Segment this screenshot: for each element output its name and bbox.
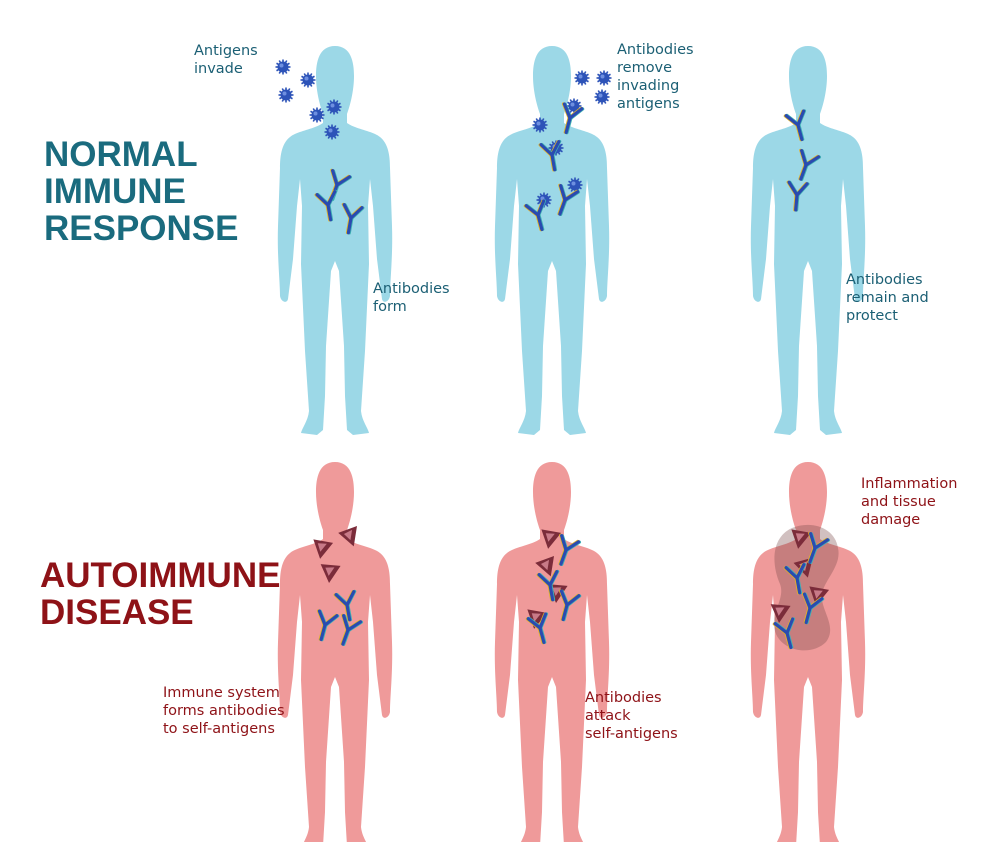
- caption-line: to self-antigens: [163, 721, 275, 737]
- caption-forms-antibodies: Immune system forms antibodies to self-a…: [163, 684, 285, 738]
- caption-line: invade: [194, 61, 243, 77]
- caption-line: remain and: [846, 290, 929, 306]
- antibody-icon: [557, 183, 581, 217]
- autoimmune-title: AUTOIMMUNE DISEASE: [40, 557, 280, 631]
- caption-line: attack: [585, 708, 631, 724]
- autoimmune-title-line: AUTOIMMUNE: [40, 556, 281, 595]
- antibody-icon: [536, 569, 560, 602]
- virus-icon: [596, 70, 612, 86]
- caption-attack-self-antigens: Antibodies attack self-antigens: [585, 689, 678, 743]
- self-antigen-icon: [338, 526, 358, 547]
- self-antigen-icon: [770, 604, 791, 623]
- autoimmune-title-line: DISEASE: [40, 593, 194, 632]
- antibody-icon: [801, 592, 825, 625]
- virus-icon: [275, 59, 291, 75]
- self-antigen-icon: [541, 529, 562, 549]
- body-normal-3: [750, 46, 866, 435]
- antibody-icon: [558, 533, 582, 567]
- virus-icon: [567, 177, 583, 193]
- antibody-icon: [558, 589, 582, 622]
- caption-antibodies-form: Antibodies form: [373, 280, 450, 316]
- normal-title-line: RESPONSE: [44, 209, 239, 248]
- virus-icon: [278, 87, 294, 103]
- caption-line: Inflammation: [861, 476, 958, 492]
- caption-line: Antigens: [194, 43, 258, 59]
- antibody-icon: [807, 531, 831, 565]
- caption-line: Antibodies: [617, 42, 694, 58]
- caption-antibodies-remove-antigens: Antibodies remove invading antigens: [617, 41, 694, 113]
- self-antigen-icon: [313, 539, 334, 559]
- normal-title-line: IMMUNE: [44, 172, 186, 211]
- caption-line: Antibodies: [846, 272, 923, 288]
- antibody-icon: [798, 148, 822, 182]
- caption-line: Antibodies: [373, 281, 450, 297]
- caption-line: protect: [846, 308, 898, 324]
- antibody-icon: [525, 612, 549, 645]
- antibody-icon: [333, 589, 357, 622]
- caption-line: Antibodies: [585, 690, 662, 706]
- caption-line: and tissue: [861, 494, 936, 510]
- self-antigen-icon: [535, 556, 555, 577]
- antibody-icon: [316, 609, 340, 642]
- antibody-icon: [341, 202, 365, 235]
- antibody-icon: [772, 617, 796, 650]
- normal-title-line: NORMAL: [44, 135, 198, 174]
- virus-icon: [309, 107, 325, 123]
- caption-line: self-antigens: [585, 726, 678, 742]
- normal-response-title: NORMAL IMMUNE RESPONSE: [44, 136, 239, 247]
- virus-icon: [574, 70, 590, 86]
- antibody-icon: [783, 562, 807, 595]
- body-autoimmune-3: [750, 462, 866, 842]
- antibody-icon: [561, 102, 585, 135]
- self-antigen-icon: [320, 564, 341, 583]
- caption-line: antigens: [617, 96, 680, 112]
- caption-antigens-invade: Antigens invade: [194, 42, 258, 78]
- body-autoimmune-1: [277, 462, 393, 842]
- virus-icon: [326, 99, 342, 115]
- antibody-icon: [314, 189, 338, 222]
- antibody-icon: [783, 109, 807, 142]
- caption-line: form: [373, 299, 407, 315]
- body-normal-2: [494, 46, 610, 435]
- antibody-icon: [538, 139, 562, 172]
- antibody-icon: [340, 613, 364, 647]
- virus-icon: [324, 124, 340, 140]
- inflammation-patch: [773, 524, 839, 651]
- caption-line: damage: [861, 512, 921, 528]
- caption-antibodies-remain: Antibodies remain and protect: [846, 271, 929, 325]
- self-antigen-icon: [791, 529, 812, 549]
- caption-line: invading: [617, 78, 680, 94]
- self-antigen-icon: [527, 609, 548, 629]
- caption-line: remove: [617, 60, 673, 76]
- body-autoimmune-2: [494, 462, 610, 842]
- caption-line: Immune system: [163, 685, 280, 701]
- caption-inflammation: Inflammation and tissue damage: [861, 475, 957, 529]
- antibody-icon: [523, 199, 547, 232]
- caption-line: forms antibodies: [163, 703, 285, 719]
- virus-icon: [300, 72, 316, 88]
- antibody-icon: [786, 180, 810, 212]
- virus-icon: [594, 89, 610, 105]
- virus-icon: [532, 117, 548, 133]
- self-antigen-icon: [809, 586, 830, 606]
